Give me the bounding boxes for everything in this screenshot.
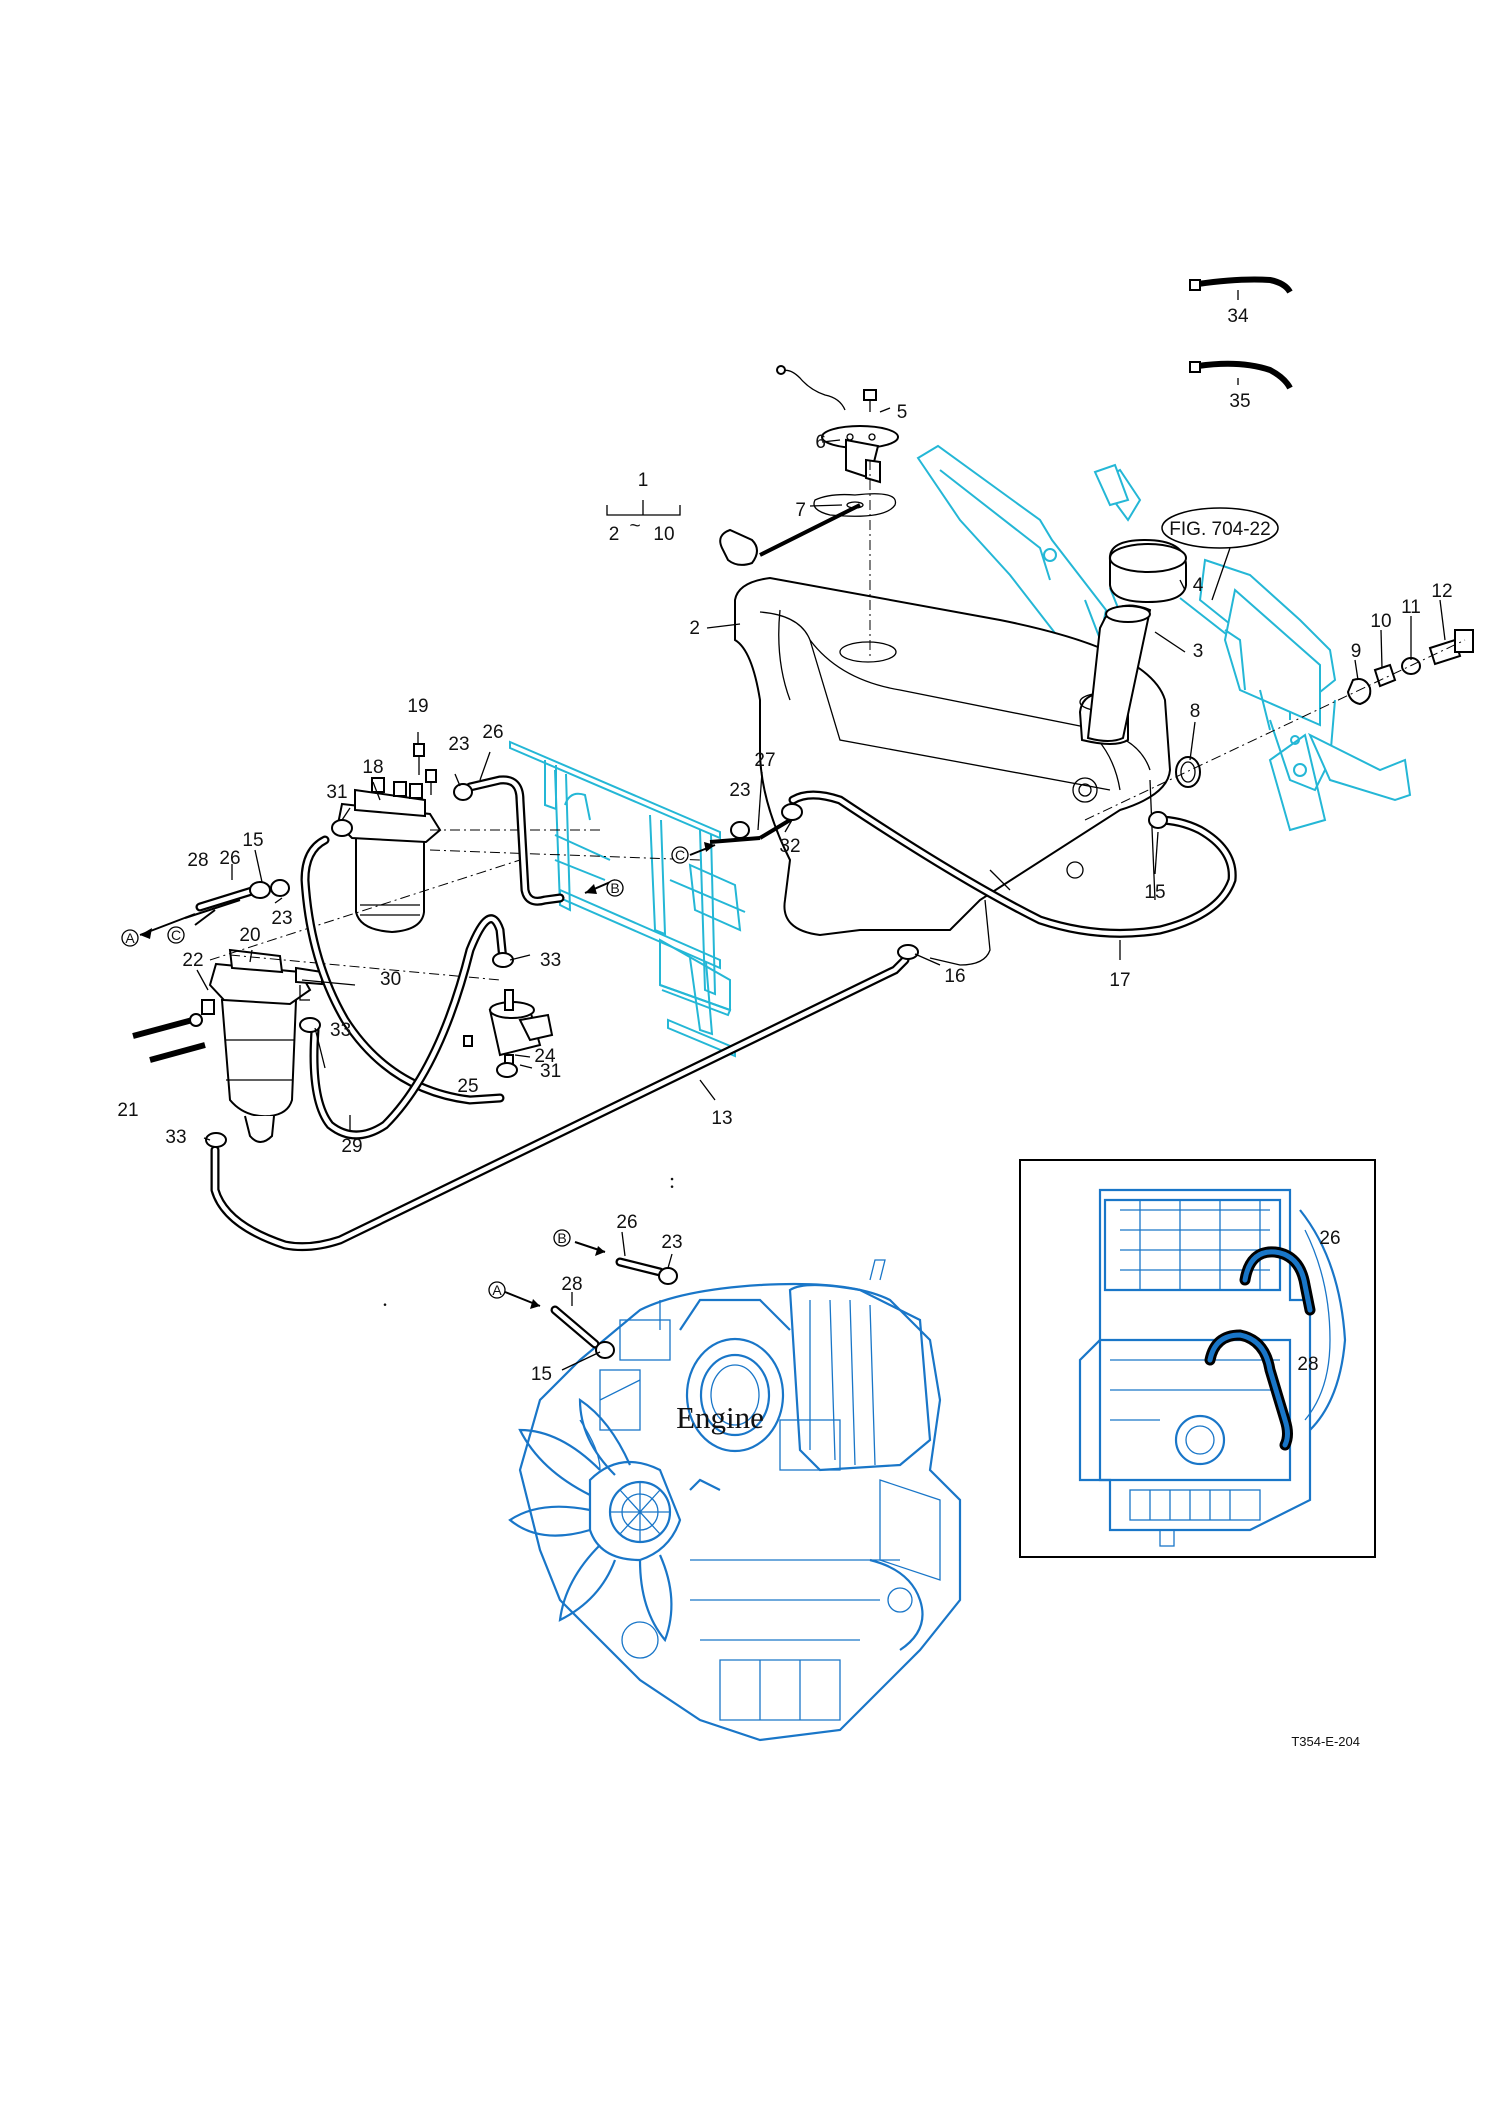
connector-c-right: C	[675, 847, 685, 863]
callout-9: 9	[1351, 641, 1362, 662]
fuel-filter	[336, 743, 701, 934]
engine-illustration	[508, 1259, 962, 1742]
callout-23-filter: 23	[448, 734, 469, 755]
callout-26-top: 26	[482, 722, 503, 743]
callout-4: 4	[1193, 575, 1204, 596]
callout-8: 8	[1190, 701, 1201, 722]
electric-fuel-pump	[488, 989, 554, 1070]
callout-23-separator: 23	[271, 908, 292, 929]
callout-35: 35	[1229, 391, 1250, 412]
assembly-group: 1 2 ~ 10	[609, 470, 675, 545]
callout-26-left: 26	[219, 848, 240, 869]
callout-23-engine: 23	[661, 1232, 682, 1253]
connector-b-main: B	[610, 880, 619, 896]
callout-leaders	[196, 290, 1446, 1141]
callout-31-filter: 31	[326, 782, 347, 803]
callout-3: 3	[1193, 641, 1204, 662]
fuel-hoses	[194, 775, 1237, 1252]
connector-b-engine: B	[557, 1230, 566, 1246]
callout-18: 18	[362, 757, 383, 778]
callout-17: 17	[1109, 970, 1130, 991]
callout-33-separator: 33	[330, 1020, 351, 1041]
callout-27: 27	[754, 750, 775, 771]
callout-24: 24	[534, 1046, 556, 1067]
callout-12: 12	[1431, 581, 1452, 602]
fuel-tank-frame	[916, 444, 1412, 832]
callout-23-tank: 23	[729, 780, 750, 801]
group-range-tilde: ~	[629, 516, 640, 537]
callout-15-tank: 15	[1144, 882, 1165, 903]
callout-31-pump: 31	[540, 1061, 561, 1082]
drawing-code: T354-E-204	[1291, 1734, 1360, 1749]
figure-reference: FIG. 704-22	[1161, 507, 1279, 549]
engine-label: Engine	[676, 1400, 764, 1435]
callout-20: 20	[239, 925, 260, 946]
callout-10: 10	[1370, 611, 1391, 632]
period-mark: .	[382, 1286, 388, 1311]
connector-a-engine: A	[492, 1282, 502, 1298]
filter-mounting-bracket	[509, 740, 746, 1058]
callout-6: 6	[815, 432, 826, 453]
callout-28-inset: 28	[1297, 1354, 1318, 1375]
callout-numbers: 2 3 4 5 6 7 8 9 10 11 12 13 15 15 15 16 …	[117, 306, 1452, 1385]
callout-15-filter: 15	[242, 830, 263, 851]
callout-13: 13	[711, 1108, 732, 1129]
connector-markers: A C B C B A	[121, 846, 689, 1299]
callout-28-left: 28	[187, 850, 208, 871]
callout-22: 22	[182, 950, 203, 971]
callout-11: 11	[1401, 597, 1421, 618]
callout-19: 19	[407, 696, 428, 717]
sample-hoses	[1189, 276, 1293, 390]
callout-29: 29	[341, 1136, 362, 1157]
callout-5: 5	[897, 402, 908, 423]
figure-reference-label: FIG. 704-22	[1169, 519, 1270, 540]
callout-16: 16	[944, 966, 965, 987]
callout-33-bottom: 33	[165, 1127, 186, 1148]
callout-15-engine: 15	[531, 1364, 552, 1385]
group-top-number: 1	[638, 470, 649, 491]
callout-26-engine: 26	[616, 1212, 637, 1233]
group-range-end: 10	[653, 524, 674, 545]
callout-32: 32	[779, 836, 800, 857]
engine-connection-parts	[139, 842, 716, 1371]
callout-34: 34	[1227, 306, 1249, 327]
callout-25: 25	[457, 1076, 478, 1097]
callout-21: 21	[117, 1100, 138, 1121]
callout-28-engine: 28	[561, 1274, 582, 1295]
callout-30: 30	[380, 969, 401, 990]
inset-view	[1019, 1159, 1376, 1558]
connector-c-left: C	[171, 927, 181, 943]
colon-mark: :	[669, 1168, 675, 1193]
group-range-start: 2	[609, 524, 620, 545]
water-separator	[201, 859, 521, 1143]
callout-33-pump: 33	[540, 950, 561, 971]
connector-a-main: A	[125, 930, 135, 946]
callout-7: 7	[795, 500, 806, 521]
fuel-cap-and-filler	[869, 460, 1474, 821]
clamps-and-fasteners	[132, 783, 1168, 1148]
callout-2: 2	[689, 618, 700, 639]
callout-26-inset: 26	[1319, 1228, 1340, 1249]
fuel-gauge-sender	[719, 365, 899, 566]
